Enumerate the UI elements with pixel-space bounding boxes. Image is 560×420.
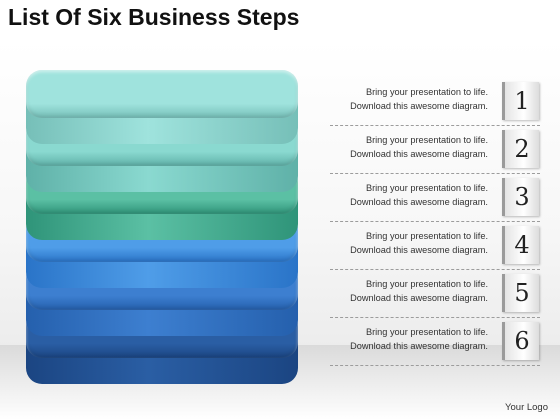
step-line-1: Bring your presentation to life. bbox=[365, 183, 488, 193]
layer-stack bbox=[20, 70, 305, 400]
step-number-box: 1 bbox=[502, 82, 539, 120]
step-line-1: Bring your presentation to life. bbox=[365, 87, 488, 97]
step-line-1: Bring your presentation to life. bbox=[365, 135, 488, 145]
step-text: Bring your presentation to life. Download… bbox=[330, 85, 488, 113]
stack-layer-1 bbox=[26, 70, 298, 144]
dashed-divider bbox=[330, 173, 540, 174]
step-row: Bring your presentation to life. Download… bbox=[330, 270, 542, 318]
step-text: Bring your presentation to life. Download… bbox=[330, 277, 488, 305]
step-line-2: Download this awesome diagram. bbox=[350, 293, 488, 303]
step-line-2: Download this awesome diagram. bbox=[350, 341, 488, 351]
step-number-box: 6 bbox=[502, 322, 539, 360]
dashed-divider bbox=[330, 221, 540, 222]
dashed-divider bbox=[330, 269, 540, 270]
logo-text: Your Logo bbox=[505, 402, 548, 413]
step-line-1: Bring your presentation to life. bbox=[365, 231, 488, 241]
step-row: Bring your presentation to life. Download… bbox=[330, 318, 542, 366]
step-text: Bring your presentation to life. Download… bbox=[330, 229, 488, 257]
step-line-1: Bring your presentation to life. bbox=[365, 279, 488, 289]
step-text: Bring your presentation to life. Download… bbox=[330, 133, 488, 161]
dashed-divider bbox=[330, 317, 540, 318]
step-row: Bring your presentation to life. Download… bbox=[330, 78, 542, 126]
step-number-box: 5 bbox=[502, 274, 539, 312]
step-line-2: Download this awesome diagram. bbox=[350, 245, 488, 255]
step-text: Bring your presentation to life. Download… bbox=[330, 181, 488, 209]
step-line-2: Download this awesome diagram. bbox=[350, 149, 488, 159]
step-row: Bring your presentation to life. Download… bbox=[330, 126, 542, 174]
step-line-2: Download this awesome diagram. bbox=[350, 101, 488, 111]
dashed-divider bbox=[330, 125, 540, 126]
steps-list: Bring your presentation to life. Download… bbox=[330, 78, 542, 366]
step-line-1: Bring your presentation to life. bbox=[365, 327, 488, 337]
layer-top bbox=[26, 70, 298, 118]
slide-title: List Of Six Business Steps bbox=[8, 4, 300, 30]
step-line-2: Download this awesome diagram. bbox=[350, 197, 488, 207]
dashed-divider bbox=[330, 365, 540, 366]
step-text: Bring your presentation to life. Download… bbox=[330, 325, 488, 353]
step-row: Bring your presentation to life. Download… bbox=[330, 174, 542, 222]
step-number-box: 2 bbox=[502, 130, 539, 168]
step-row: Bring your presentation to life. Download… bbox=[330, 222, 542, 270]
step-number-box: 4 bbox=[502, 226, 539, 264]
step-number-box: 3 bbox=[502, 178, 539, 216]
